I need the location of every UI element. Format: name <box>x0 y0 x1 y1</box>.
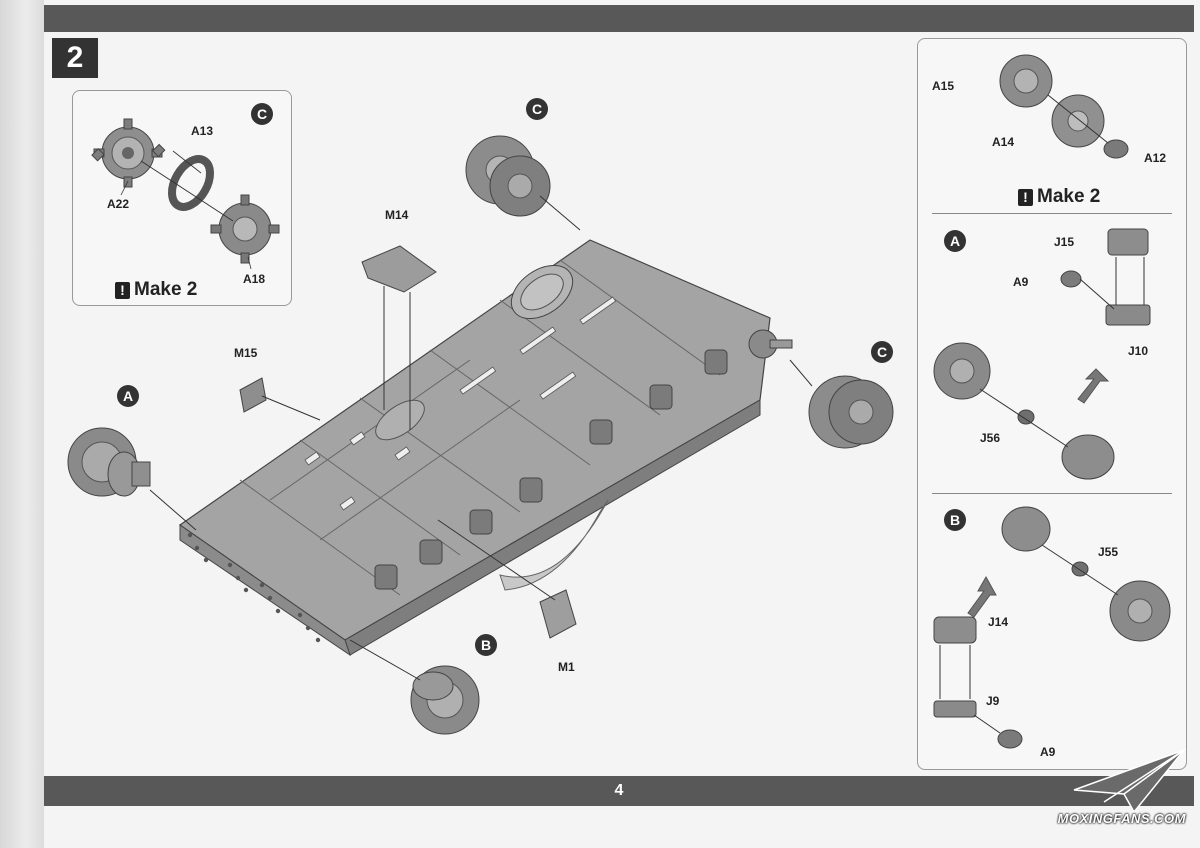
part-j10 <box>1105 304 1151 326</box>
inset-c-illustration <box>91 118 280 270</box>
label-m1: M1 <box>558 660 575 674</box>
wheel-assembly-b <box>410 665 480 735</box>
exclamation-icon: ! <box>115 281 130 299</box>
label-a9-a: A9 <box>1013 275 1029 289</box>
badge-c-top: C <box>526 98 548 120</box>
label-a18: A18 <box>243 272 266 286</box>
sprocket-assembly-c-top <box>465 135 551 217</box>
make-count-inset: ! Make 2 <box>115 279 197 301</box>
right-subassembly-panel: A15 A14 A12 ! Make 2 A J15 A9 J10 J56 B … <box>917 38 1187 770</box>
part-a9-a <box>1060 270 1082 288</box>
right-panel-illustration <box>933 54 1171 749</box>
hull-body <box>178 239 793 657</box>
label-j9: J9 <box>986 694 1000 708</box>
label-a15: A15 <box>932 79 955 93</box>
exclamation-icon: ! <box>1018 188 1033 206</box>
ring-a13 <box>168 155 214 211</box>
inset-badge-c: C <box>251 103 273 125</box>
make-count-text: Make 2 <box>134 279 198 300</box>
step-number: 2 <box>52 38 98 78</box>
label-a9-b: A9 <box>1040 745 1056 759</box>
make-count-right: ! Make 2 <box>1018 186 1100 208</box>
section-divider-1 <box>932 213 1172 214</box>
wheel-assembly-a <box>67 427 151 497</box>
section-divider-2 <box>932 493 1172 494</box>
part-m14 <box>361 245 437 430</box>
label-a14: A14 <box>992 135 1015 149</box>
wheel-a15 <box>999 54 1053 108</box>
watermark-text: MOXINGFANS.COM <box>1057 811 1186 826</box>
bottom-bar: 4 <box>44 776 1194 806</box>
hub-b-top <box>1001 506 1051 552</box>
label-j55: J55 <box>1098 545 1119 559</box>
cap-a12 <box>1103 139 1129 159</box>
badge-b-bottom: B <box>475 634 497 656</box>
make-count-text: Make 2 <box>1037 186 1101 207</box>
badge-a-left: A <box>117 385 139 407</box>
sprocket-assembly-c-right <box>808 375 894 449</box>
part-m15 <box>239 377 321 421</box>
part-j15 <box>1107 228 1149 256</box>
top-bar <box>44 5 1194 32</box>
label-j56: J56 <box>980 431 1001 445</box>
part-j14 <box>933 616 977 644</box>
label-a22: A22 <box>107 197 130 211</box>
label-m14: M14 <box>385 208 409 222</box>
sprocket-a18 <box>210 194 280 264</box>
inset-panel-c: C A13 A22 <box>72 90 292 306</box>
arrow-down-icon <box>1077 368 1110 404</box>
paper-plane-icon <box>1073 748 1187 814</box>
part-a9-b <box>997 729 1023 749</box>
part-m1 <box>437 519 577 639</box>
badge-b-right: B <box>944 509 966 531</box>
badge-a-right: A <box>944 230 966 252</box>
part-j56 <box>1017 409 1035 425</box>
wheel-a14 <box>1051 94 1105 148</box>
label-m15: M15 <box>234 346 258 360</box>
wheel-j-assembly-b <box>1109 580 1171 642</box>
label-j15: J15 <box>1054 235 1075 249</box>
hub-assembly-a <box>1061 434 1115 480</box>
part-j9 <box>933 700 977 718</box>
binding-edge <box>0 0 44 848</box>
wheel-j-assembly-a <box>933 342 991 400</box>
label-j14: J14 <box>988 615 1009 629</box>
label-a13: A13 <box>191 124 214 138</box>
badge-c-right: C <box>871 341 893 363</box>
label-j10: J10 <box>1128 344 1149 358</box>
arrow-up-icon <box>967 575 997 618</box>
sprocket-a22 <box>91 118 166 188</box>
label-a12: A12 <box>1144 151 1167 165</box>
page-number: 4 <box>614 782 624 799</box>
